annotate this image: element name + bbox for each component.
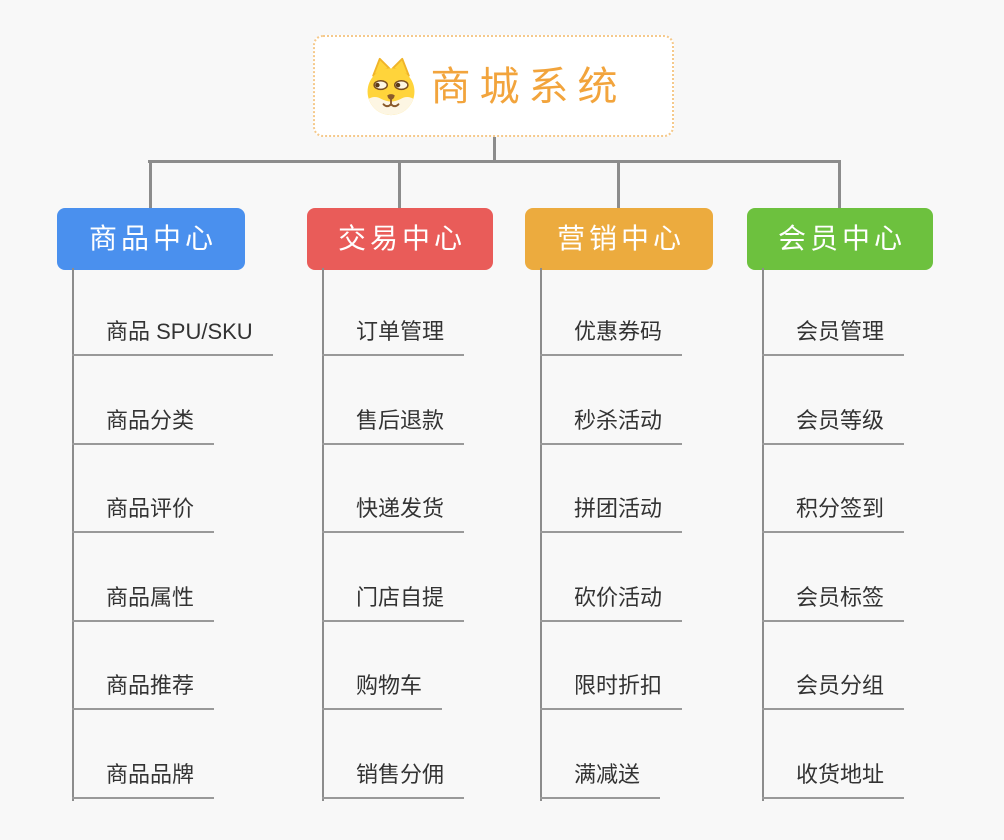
child-topic-node[interactable]: 门店自提 bbox=[322, 584, 465, 622]
connector-bus bbox=[148, 160, 840, 163]
connector-drop-marketing-center bbox=[617, 160, 620, 210]
connector-root-stem bbox=[493, 137, 496, 162]
connector-drop-member-center bbox=[838, 160, 841, 210]
root-title: 商城系统 bbox=[430, 65, 627, 109]
child-topic-node[interactable]: 商品推荐 bbox=[72, 672, 215, 710]
child-topic-node[interactable]: 优惠券码 bbox=[540, 318, 683, 356]
branch-children-line-product-center bbox=[72, 268, 74, 801]
child-topic-node[interactable]: 会员标签 bbox=[762, 584, 905, 622]
child-topic-node[interactable]: 砍价活动 bbox=[540, 584, 683, 622]
branch-children-line-member-center bbox=[762, 268, 764, 801]
branch-children-line-marketing-center bbox=[540, 268, 542, 801]
branch-node-member-center[interactable]: 会员中心 bbox=[747, 208, 933, 270]
child-topic-node[interactable]: 收货地址 bbox=[762, 761, 905, 799]
child-topic-node[interactable]: 商品分类 bbox=[72, 407, 215, 445]
doge-icon bbox=[361, 55, 421, 117]
branch-node-marketing-center[interactable]: 营销中心 bbox=[525, 208, 713, 270]
child-topic-node[interactable]: 售后退款 bbox=[322, 407, 465, 445]
branch-label: 商品中心 bbox=[88, 223, 217, 254]
child-topic-node[interactable]: 会员等级 bbox=[762, 407, 905, 445]
connector-drop-trade-center bbox=[398, 160, 401, 210]
child-topic-node[interactable]: 会员管理 bbox=[762, 318, 905, 356]
root-topic-node[interactable]: 商城系统 bbox=[313, 35, 674, 137]
child-topic-node[interactable]: 商品 SPU/SKU bbox=[72, 318, 273, 356]
child-topic-node[interactable]: 销售分佣 bbox=[322, 761, 465, 799]
branch-label: 交易中心 bbox=[337, 223, 466, 254]
child-topic-node[interactable]: 拼团活动 bbox=[540, 495, 683, 533]
connector-drop-product-center bbox=[149, 160, 152, 210]
child-topic-node[interactable]: 订单管理 bbox=[322, 318, 465, 356]
branch-label: 会员中心 bbox=[777, 223, 906, 254]
branch-label: 营销中心 bbox=[556, 223, 685, 254]
child-topic-node[interactable]: 积分签到 bbox=[762, 495, 905, 533]
child-topic-node[interactable]: 商品属性 bbox=[72, 584, 215, 622]
child-topic-node[interactable]: 限时折扣 bbox=[540, 672, 683, 710]
child-topic-node[interactable]: 商品评价 bbox=[72, 495, 215, 533]
child-topic-node[interactable]: 商品品牌 bbox=[72, 761, 215, 799]
branch-node-product-center[interactable]: 商品中心 bbox=[57, 208, 245, 270]
child-topic-node[interactable]: 会员分组 bbox=[762, 672, 905, 710]
child-topic-node[interactable]: 快递发货 bbox=[322, 495, 465, 533]
branch-children-line-trade-center bbox=[322, 268, 324, 801]
child-topic-node[interactable]: 满减送 bbox=[540, 761, 661, 799]
branch-node-trade-center[interactable]: 交易中心 bbox=[307, 208, 493, 270]
child-topic-node[interactable]: 购物车 bbox=[322, 672, 443, 710]
child-topic-node[interactable]: 秒杀活动 bbox=[540, 407, 683, 445]
